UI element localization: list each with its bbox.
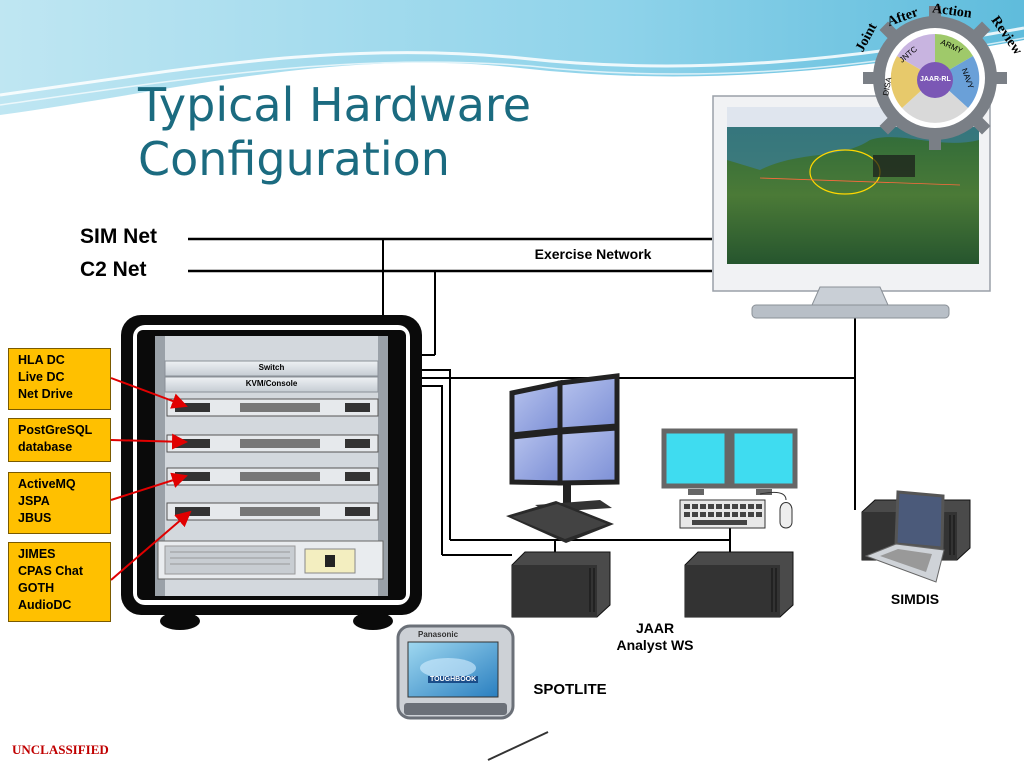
callout-hla-line-1: HLA DC <box>18 353 65 367</box>
title-line-2: Configuration <box>138 132 450 186</box>
simdis-label: SIMDIS <box>890 591 940 607</box>
storage-unit <box>157 540 384 580</box>
exercise-network-label: Exercise Network <box>534 246 652 262</box>
tablet-model: TOUGHBOOK <box>428 676 479 683</box>
callout-jimes-line-1: JIMES <box>18 547 56 561</box>
callout-activemq: ActiveMQ JSPA JBUS <box>8 472 111 534</box>
logo-text-center: JAAR-RL <box>920 76 951 83</box>
quad-monitor-workstation <box>506 373 620 543</box>
rugged-tablet <box>396 624 549 761</box>
c2-net-label: C2 Net <box>80 258 147 281</box>
callout-hla-line-2: Live DC <box>18 370 65 384</box>
page-title: Typical Hardware Configuration <box>138 78 531 186</box>
tablet-brand: Panasonic <box>418 630 459 639</box>
server-rack <box>121 315 422 630</box>
callout-postgresql-line-1: PostGreSQL <box>18 423 93 437</box>
callout-hla: HLA DC Live DC Net Drive <box>8 348 111 410</box>
server-4 <box>166 502 379 521</box>
header-wave <box>0 0 1024 115</box>
jaar-logo <box>863 6 1007 150</box>
cpu-tower-1 <box>511 551 611 618</box>
callout-jimes-line-4: AudioDC <box>18 598 72 612</box>
laptop <box>864 490 945 583</box>
callout-jimes: JIMES CPAS Chat GOTH AudioDC <box>8 542 111 622</box>
callout-activemq-line-2: JSPA <box>18 494 50 508</box>
sim-net-label: SIM Net <box>80 225 158 248</box>
callout-arrows <box>110 377 192 581</box>
switch-label: Switch <box>258 363 285 372</box>
jaar-analyst-label: JAAR Analyst WS <box>600 620 710 654</box>
classification-marking: UNCLASSIFIED <box>12 742 109 757</box>
cpu-tower-2 <box>684 551 794 618</box>
jaar-label-line-1: JAAR <box>635 620 675 636</box>
callout-jimes-line-2: CPAS Chat <box>18 564 84 578</box>
callout-postgresql-line-2: database <box>18 440 73 454</box>
callout-jimes-line-3: GOTH <box>18 581 55 595</box>
dual-monitor-workstation <box>661 428 798 529</box>
server-2 <box>166 434 379 453</box>
jaar-label-line-2: Analyst WS <box>616 637 694 653</box>
callout-postgresql: PostGreSQL database <box>8 418 111 462</box>
kvm-label: KVM/Console <box>245 379 298 388</box>
callout-activemq-line-1: ActiveMQ <box>18 477 76 491</box>
server-1 <box>166 398 379 417</box>
spotlite-label: SPOTLITE <box>533 681 607 698</box>
title-line-1: Typical Hardware <box>138 78 532 132</box>
callout-hla-line-3: Net Drive <box>18 387 73 401</box>
callout-activemq-line-3: JBUS <box>18 511 52 525</box>
server-3 <box>166 467 379 486</box>
